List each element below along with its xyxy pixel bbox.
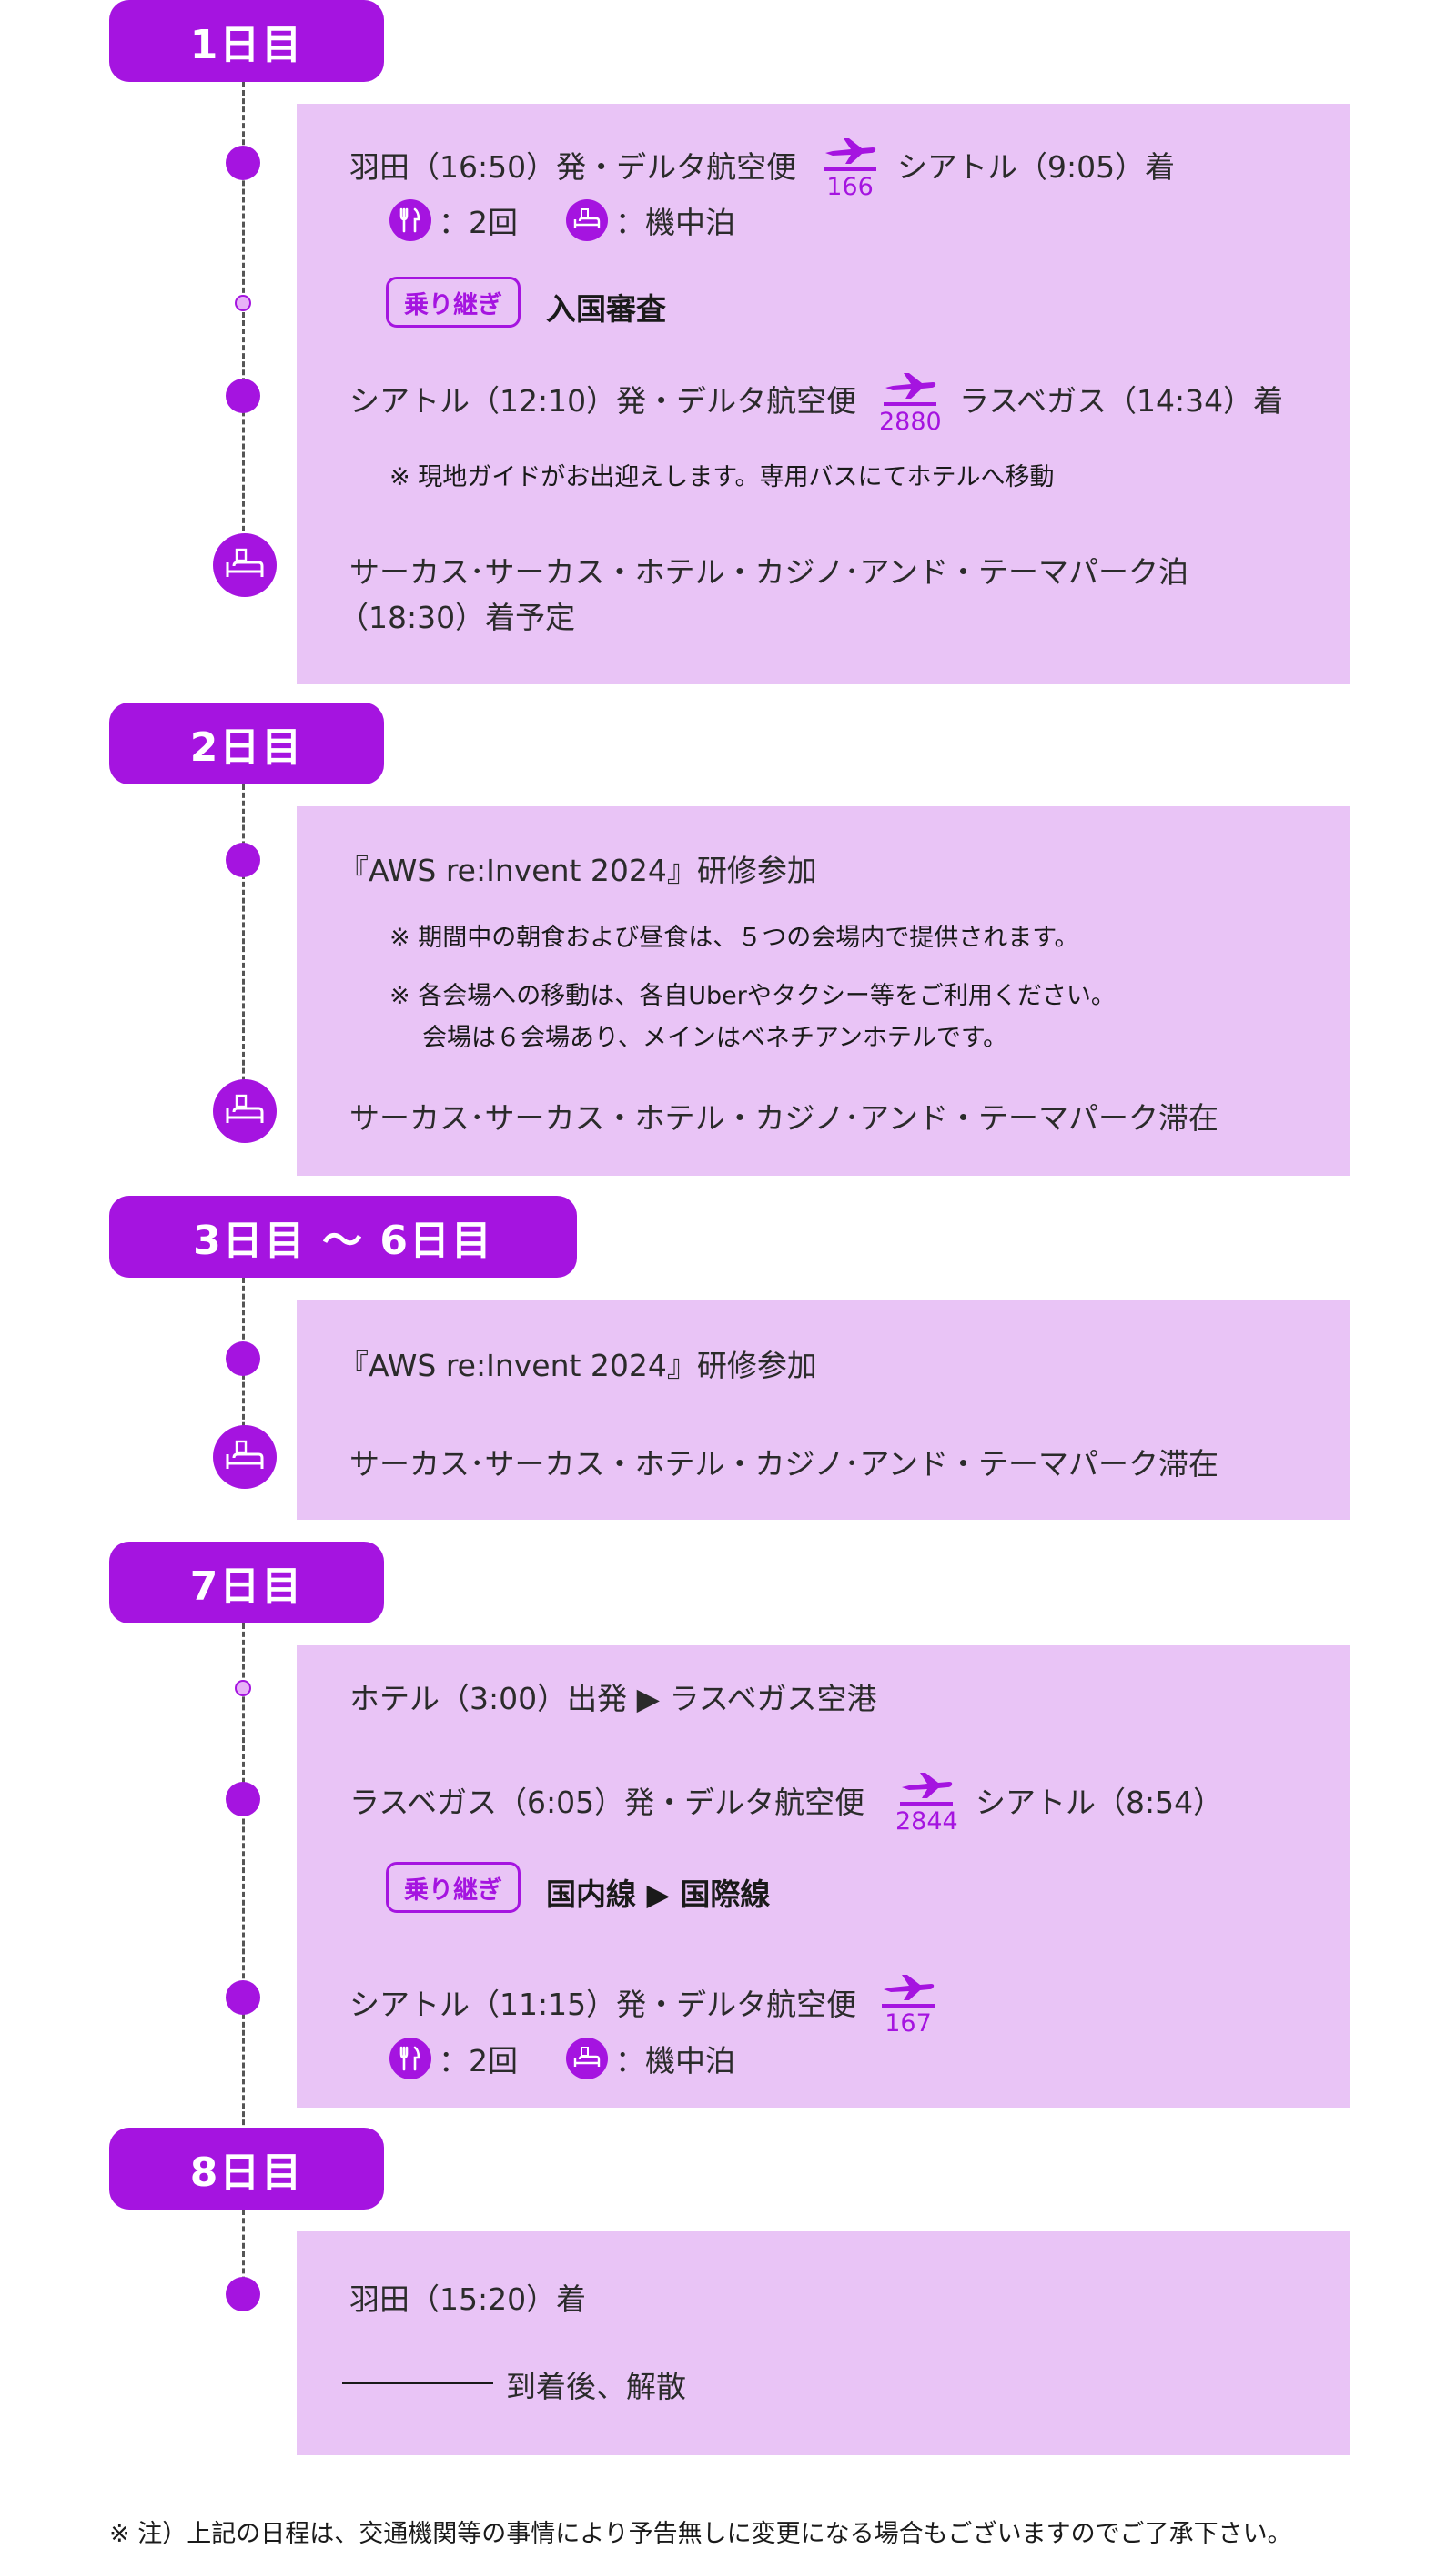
timeline-dot	[226, 1782, 260, 1816]
day7-flight2-departure: シアトル（11:15）発・デルタ航空便	[349, 1987, 857, 2022]
day-tab-3-6: 3日目 〜 6日目	[109, 1196, 577, 1278]
day8-panel	[297, 2231, 1350, 2455]
hotel-bed-icon	[213, 1425, 277, 1489]
day8-arrive: 羽田（15:20）着	[349, 2281, 587, 2317]
day1-sleep: ：機中泊	[566, 198, 735, 242]
day2-note2: ※ 各会場への移動は、各自Uberやタクシー等をご利用ください。	[389, 982, 1116, 1010]
day-tab-7: 7日目	[109, 1542, 384, 1623]
hotel-bed-icon	[213, 1079, 277, 1143]
day7-flight2-badge: 167	[877, 1973, 939, 2037]
sleep-text: ：機中泊	[615, 2043, 735, 2079]
flight-underline	[900, 1802, 953, 1806]
timeline-day7	[242, 1623, 245, 2133]
timeline-dot	[226, 1341, 260, 1376]
timeline-dot	[226, 1980, 260, 2015]
day8-end: 到着後、解散	[506, 2369, 686, 2404]
meal-count: ：2回	[439, 205, 518, 240]
bed-icon	[566, 199, 608, 241]
day1-hotel-time: （18:30）着予定	[339, 600, 576, 635]
day2-note3: 会場は６会場あり、メインはベネチアンホテルです。	[422, 1024, 1008, 1052]
timeline-day1	[242, 82, 245, 564]
day7-flight1-departure: ラスベガス（6:05）発・デルタ航空便	[349, 1785, 865, 1820]
day7-flight1-badge: 2844	[895, 1771, 958, 1836]
flight-number: 2844	[895, 1807, 958, 1836]
day1-hotel: サーカス･サーカス・ホテル・カジノ･アンド・テーマパーク泊	[349, 554, 1189, 590]
timeline-day2	[242, 784, 245, 1130]
day2-note1: ※ 期間中の朝食および昼食は、５つの会場内で提供されます。	[389, 924, 1079, 952]
airplane-icon	[825, 138, 876, 164]
day2-panel	[297, 806, 1350, 1176]
day-tab-2: 2日目	[109, 703, 384, 784]
timeline-dot-small	[235, 1680, 251, 1696]
day1-flight1-badge: 166	[819, 137, 881, 200]
transfer-badge: 乗り継ぎ	[386, 277, 521, 328]
day1-flight1-departure: 羽田（16:50）発・デルタ航空便	[349, 149, 797, 185]
day7-meals: ：2回	[389, 2037, 518, 2080]
day7-flight1-arrival: シアトル（8:54）	[976, 1785, 1224, 1820]
airplane-icon	[885, 373, 936, 399]
day1-meals: ：2回	[389, 198, 518, 242]
day1-note: ※ 現地ガイドがお出迎えします。専用バスにてホテルへ移動	[389, 463, 1055, 491]
flight-number: 167	[885, 2009, 932, 2038]
day-tab-8: 8日目	[109, 2128, 384, 2210]
day7-depart: ホテル（3:00）出発 ▶ ラスベガス空港	[349, 1681, 877, 1716]
day7-sleep: ：機中泊	[566, 2037, 735, 2080]
day3-6-panel	[297, 1300, 1350, 1520]
transfer-badge: 乗り継ぎ	[386, 1862, 521, 1913]
footer-note: ※ 注）上記の日程は、交通機関等の事情により予告無しに変更になる場合もございます…	[109, 2520, 1292, 2548]
timeline-dot-small	[235, 295, 251, 311]
hotel-bed-icon	[213, 533, 277, 597]
day1-flight2-arrival: ラスベガス（14:34）着	[959, 383, 1284, 419]
flight-underline	[882, 2004, 935, 2008]
flight-underline	[824, 167, 876, 171]
day1-flight1-arrival: シアトル（9:05）着	[897, 149, 1176, 185]
timeline-day8	[242, 2210, 245, 2299]
day7-transfer-text: 国内線 ▶ 国際線	[546, 1876, 771, 1912]
day1-flight2-badge: 2880	[879, 371, 942, 436]
end-rule	[342, 2382, 493, 2384]
sleep-text: ：機中泊	[615, 205, 735, 240]
meal-icon	[389, 199, 431, 241]
bed-icon	[566, 2038, 608, 2079]
timeline-dot	[226, 146, 260, 180]
timeline-dot	[226, 379, 260, 413]
day3-6-event: 『AWS re:Invent 2024』研修参加	[339, 1348, 817, 1383]
day3-6-hotel: サーカス･サーカス・ホテル・カジノ･アンド・テーマパーク滞在	[349, 1446, 1219, 1482]
flight-underline	[884, 402, 936, 406]
day1-transfer-text: 入国審査	[546, 291, 666, 327]
day1-flight2-departure: シアトル（12:10）発・デルタ航空便	[349, 383, 857, 419]
day2-event: 『AWS re:Invent 2024』研修参加	[339, 853, 817, 888]
meal-count: ：2回	[439, 2043, 518, 2079]
flight-number: 166	[826, 173, 874, 201]
timeline-dot	[226, 843, 260, 877]
airplane-icon	[884, 1975, 935, 2000]
day2-hotel: サーカス･サーカス・ホテル・カジノ･アンド・テーマパーク滞在	[349, 1100, 1219, 1136]
airplane-icon	[902, 1773, 953, 1798]
meal-icon	[389, 2038, 431, 2079]
day-tab-1: 1日目	[109, 0, 384, 82]
flight-number: 2880	[879, 408, 942, 436]
timeline-dot	[226, 2277, 260, 2311]
day1-panel	[297, 104, 1350, 684]
